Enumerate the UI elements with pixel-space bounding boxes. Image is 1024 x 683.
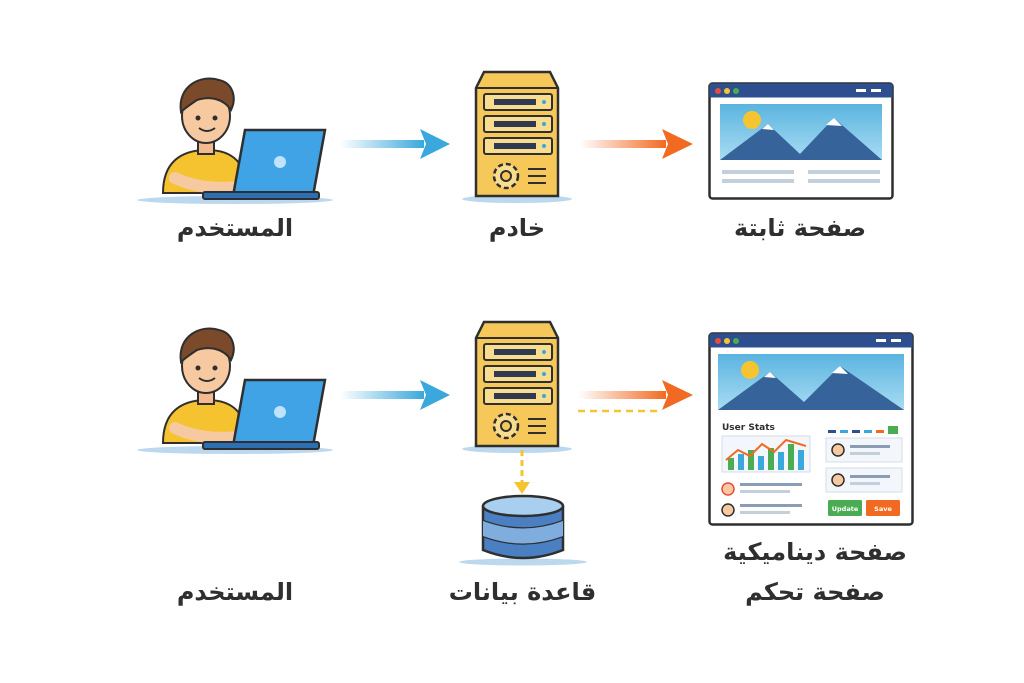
dynamic-page-illustration: User Stats: [708, 332, 914, 526]
arrow-right-icon: [580, 125, 695, 163]
avatar: [831, 473, 845, 487]
user-illustration: [135, 318, 340, 458]
update-button: Update: [828, 500, 862, 516]
dashed-arrow-down-icon: [510, 450, 534, 496]
person-hair: [179, 327, 235, 365]
stats-chart: [721, 435, 811, 473]
svg-text:Save: Save: [874, 505, 892, 513]
arrow-right-icon: [578, 378, 696, 418]
static-page-illustration: [708, 82, 894, 200]
dashboard-page-label: صفحة تحكم: [745, 578, 885, 606]
person-hair: [179, 77, 235, 115]
gear-icon: [492, 162, 520, 190]
user-card: [825, 437, 903, 463]
avatar: [721, 482, 735, 496]
server-icon: [462, 68, 572, 204]
user-label: المستخدم: [176, 214, 294, 242]
list-item: [721, 503, 802, 517]
mountain-image: [720, 104, 882, 160]
database-icon: [458, 494, 588, 566]
static-page-label: صفحة ثابتة: [733, 214, 867, 242]
svg-text:Update: Update: [832, 505, 859, 513]
gear-icon: [492, 412, 520, 440]
dynamic-page-label: صفحة ديناميكية: [723, 538, 907, 566]
stats-title: User Stats: [722, 423, 775, 433]
mountain-image: [718, 354, 904, 410]
server-icon: [462, 318, 572, 454]
arrow-right-icon: [340, 376, 452, 414]
server-label: خادم: [488, 214, 546, 242]
user-card: [825, 467, 903, 493]
save-button: Save: [866, 500, 900, 516]
avatar: [831, 443, 845, 457]
arrow-right-icon: [340, 125, 452, 163]
avatar: [721, 503, 735, 517]
laptop-icon: [202, 378, 327, 450]
database-label: قاعدة بيانات: [448, 578, 597, 606]
user-illustration: [135, 68, 340, 208]
list-item: [721, 482, 802, 496]
laptop-icon: [202, 128, 327, 200]
user-label: المستخدم: [176, 578, 294, 606]
